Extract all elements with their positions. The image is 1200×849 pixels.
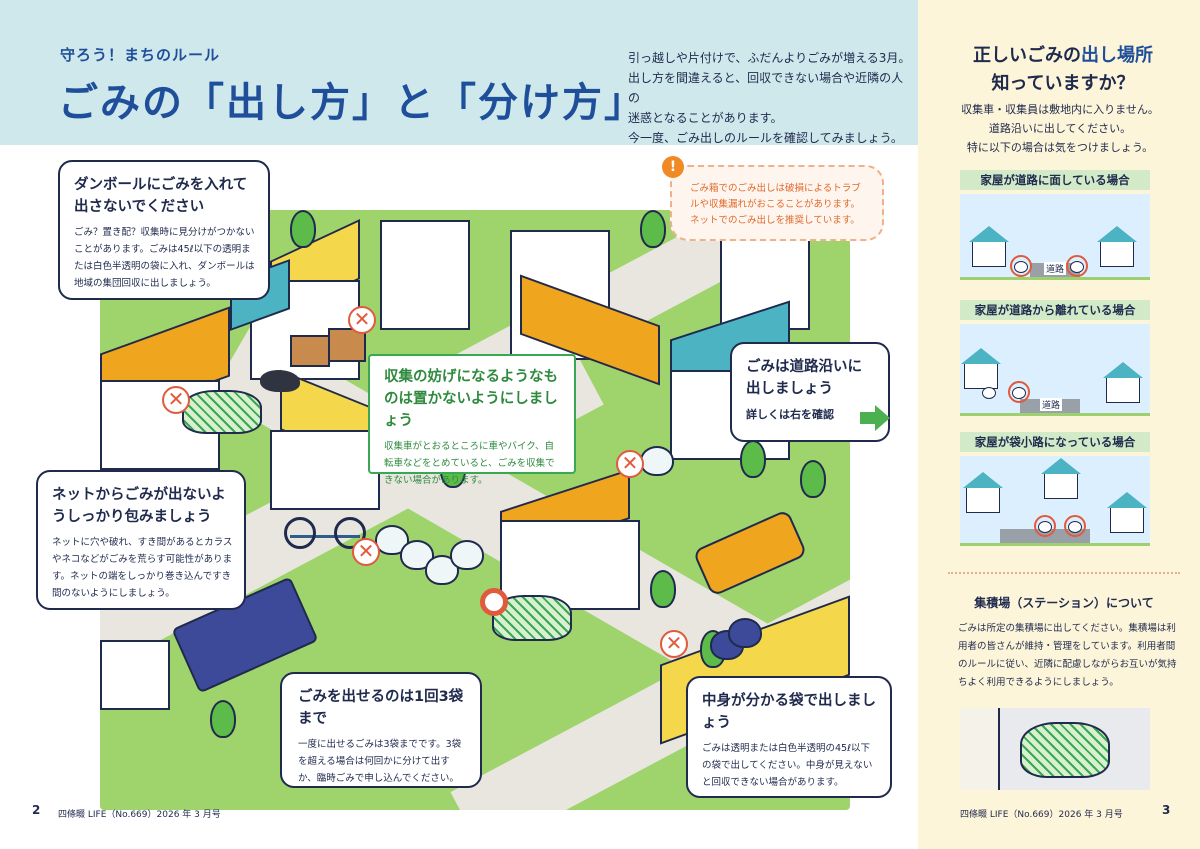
tree [800, 460, 826, 498]
case-label: 家屋が袋小路になっている場合 [960, 432, 1150, 452]
callout-title: ネットからごみが出ないようしっかり包みましょう [52, 487, 226, 525]
callout-net: ネットからごみが出ないようしっかり包みましょう ネットに穴や破れ、すき間があると… [36, 470, 246, 610]
tree [290, 210, 316, 248]
mini-house [1107, 492, 1147, 533]
garbage-bag [450, 540, 484, 570]
ok-circle-icon [1064, 515, 1086, 537]
sidebar-title: 正しいごみの出し場所 知っていますか？ [958, 42, 1168, 98]
town-illustration: ✕ ✕ ✕ ✕ ✕ [100, 210, 850, 810]
tree [210, 700, 236, 738]
ok-circle-icon [1034, 515, 1056, 537]
exclamation-icon: ! [662, 156, 684, 178]
callout-three-bags: ごみを出せるのは1回3袋まで 一度に出せるごみは3袋までです。3袋を超える場合は… [280, 672, 482, 788]
intro-line: 今一度、ごみ出しのルールを確認してみましょう。 [628, 131, 903, 145]
callout-body: ごみ？置き配？収集時に見分けがつかないことがあります。ごみは45ℓ以下の透明また… [74, 227, 255, 289]
mini-house [969, 226, 1009, 267]
intro-text: 引っ越しや片付けで、ふだんよりごみが増える3月。 出し方を間違えると、回収できな… [628, 48, 913, 148]
mini-bag [1068, 521, 1082, 533]
kicker-text: 守ろう！まちのルール [60, 46, 221, 64]
sidebar-title-line2: 知っていますか？ [991, 73, 1135, 94]
ok-circle-icon [1010, 255, 1032, 277]
mini-bag [1038, 521, 1052, 533]
callout-obstruct: 収集の妨げになるようなものは置かないようにしましょう 収集車がとおるところに車や… [368, 354, 576, 486]
callout-title: ごみを出せるのは1回3袋まで [298, 689, 464, 727]
callout-see-through: 中身が分かる袋で出しましょう ごみは透明または白色半透明の45ℓ以下の袋で出して… [686, 676, 892, 798]
page-number-right: 3 [1162, 803, 1171, 817]
bicycle [284, 498, 366, 549]
ng-mark-icon: ✕ [660, 630, 688, 658]
section-divider [948, 572, 1180, 574]
sidebar-title-pre: 正しいごみの [973, 45, 1081, 66]
sidebar-intro-line: 特に以下の場合は気をつけましょう。 [966, 141, 1154, 154]
callout-title: 収集の妨げになるようなものは置かないようにしましょう [384, 369, 558, 429]
see-right-link[interactable]: 詳しくは右を確認 [746, 408, 834, 421]
intro-line: 出し方を間違えると、回収できない場合や近隣の人の [628, 71, 904, 105]
tip-bubble: ごみ箱でのごみ出しは破損によるトラブルや収集漏れがおこることがあります。ネットで… [670, 165, 884, 241]
callout-cardboard: ダンボールにごみを入れて出さないでください ごみ？置き配？収集時に見分けがつかな… [58, 160, 270, 300]
callout-body: ネットに穴や破れ、すき間があるとカラスやネコなどがごみを荒らす可能性があります。… [52, 537, 233, 599]
ng-mark-icon: ✕ [348, 306, 376, 334]
crow [260, 370, 300, 392]
header-band [0, 0, 918, 145]
tree [640, 210, 666, 248]
mini-house [963, 472, 1003, 513]
case-illustration: 道路 [960, 324, 1150, 416]
garbage-net [182, 390, 262, 434]
station-wall [960, 708, 1000, 790]
case-illustration [960, 456, 1150, 546]
page-number-left: 2 [32, 803, 41, 817]
ng-mark-icon: ✕ [352, 538, 380, 566]
callout-body: 一度に出せるごみは3袋までです。3袋を超える場合は何回かに分けて出すか、臨時ごみ… [298, 739, 462, 784]
publication-footer-left: 四條畷 LIFE（No.669）2026 年 3 月号 [58, 810, 221, 820]
mini-house [961, 348, 1001, 389]
callout-title: ダンボールにごみを入れて出さないでください [74, 177, 248, 215]
callout-roadside: ごみは道路沿いに出しましょう 詳しくは右を確認 [730, 342, 890, 442]
sidebar-intro-line: 道路沿いに出してください。 [988, 122, 1132, 135]
mini-house [1103, 362, 1143, 403]
callout-body: ごみは透明または白色半透明の45ℓ以下の袋で出してください。中身が見えないと回収… [702, 743, 873, 788]
ok-circle-icon [1066, 255, 1088, 277]
ng-mark-icon: ✕ [162, 386, 190, 414]
intro-line: 引っ越しや片付けで、ふだんよりごみが増える3月。 [628, 51, 911, 65]
case-label: 家屋が道路に面している場合 [960, 170, 1150, 190]
intro-line: 迷惑となることがあります。 [628, 111, 783, 125]
publication-footer-right: 四條畷 LIFE（No.669）2026 年 3 月号 [960, 810, 1123, 820]
page-title: ごみの「出し方」と「分け方」 [58, 80, 646, 126]
ng-mark-icon: ✕ [616, 450, 644, 478]
station-illustration [960, 708, 1150, 790]
arrow-right-icon [860, 405, 890, 431]
road-caption: 道路 [1044, 262, 1067, 275]
house [100, 640, 170, 710]
mini-bag [1014, 261, 1028, 273]
garbage-bag-dark [728, 618, 762, 648]
callout-title: ごみは道路沿いに出しましょう [746, 359, 862, 397]
house [270, 430, 380, 510]
station-title: 集積場（ステーション）について [974, 596, 1154, 610]
mini-bag [982, 387, 996, 399]
mini-house [1041, 458, 1081, 499]
garbage-net [1020, 722, 1110, 778]
sidebar-title-highlight: 出し場所 [1081, 45, 1153, 66]
sidebar-panel [918, 0, 1200, 849]
road-caption: 道路 [1040, 398, 1063, 411]
case-illustration: 道路 [960, 194, 1150, 280]
ok-circle-icon [1008, 381, 1030, 403]
cardboard-box [290, 335, 330, 367]
tree [650, 570, 676, 608]
garbage-bag [425, 555, 459, 585]
station-body: ごみは所定の集積場に出してください。集積場は利用者の皆さんが維持・管理をしていま… [958, 623, 1177, 688]
car [692, 509, 808, 597]
apartment [380, 220, 470, 330]
callout-title: 中身が分かる袋で出しましょう [702, 693, 876, 731]
garbage-bag [640, 446, 674, 476]
ok-mark-icon [480, 588, 508, 616]
sidebar-intro: 収集車・収集員は敷地内に入りません。 道路沿いに出してください。 特に以下の場合… [940, 100, 1180, 157]
tree [740, 440, 766, 478]
mini-bag [1070, 261, 1084, 273]
mini-bag [1012, 387, 1026, 399]
callout-body: 収集車がとおるところに車やバイク、自転車などをとめていると、ごみを収集できない場… [384, 441, 555, 486]
mini-house [1097, 226, 1137, 267]
sidebar-intro-line: 収集車・収集員は敷地内に入りません。 [961, 103, 1159, 116]
case-label: 家屋が道路から離れている場合 [960, 300, 1150, 320]
